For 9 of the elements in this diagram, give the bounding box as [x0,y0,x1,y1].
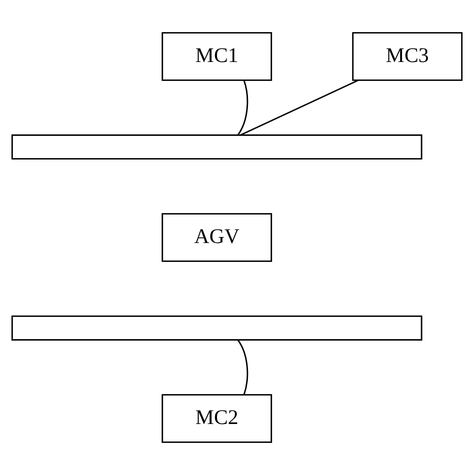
connector [237,80,248,136]
node-bar [11,314,422,340]
connector [237,339,248,394]
connector [240,79,359,136]
node-box: MC1 [162,32,272,80]
node-box: MC3 [352,32,463,80]
node-box: AGV [162,212,272,262]
node-bar [11,134,422,160]
node-box: MC2 [162,394,272,442]
